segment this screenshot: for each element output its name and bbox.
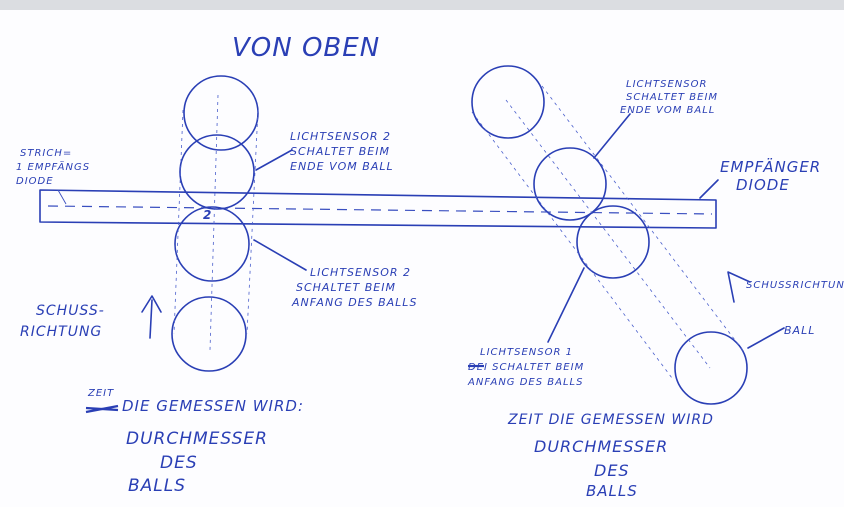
sensor1-arrow [547,267,585,343]
balls-left: BALLS [128,476,186,496]
balls-right: BALLS [586,482,638,500]
left-ball-4 [171,296,247,372]
shot-direction-right: SCHUSSRICHTUNG [746,280,844,291]
strikeout-2 [85,404,119,414]
right-track-center [505,99,711,369]
des-left: DES [160,453,198,473]
ball-label: BALL [784,324,815,337]
diameter-left: DURCHMESSER [126,429,268,449]
sensor2-start-line3: ANFANG DES BALLS [291,296,417,309]
receiver-dashed-line [47,205,713,215]
scan-edge [0,0,844,10]
right-ball-1 [471,65,545,139]
right-ball-sequence [471,65,748,405]
left-ball-3 [174,206,250,282]
receiver-arrow [699,179,719,199]
sensor-end-line2: SCHALTET BEIM [626,92,718,103]
shot-direction-left-arrow [141,295,162,339]
strich-label-line3: DIODE [16,176,54,187]
sensor2-end-line1: LICHTSENSOR 2 [290,130,391,143]
receiver-label-line2: DIODE [736,176,790,194]
left-ball-sequence: 2 [171,75,259,372]
left-track-edge-2 [246,109,259,335]
left-ball-1 [183,75,259,151]
left-ball-2 [179,134,255,210]
diameter-right: DURCHMESSER [534,437,668,456]
shot-direction-left-line1: SCHUSS- [36,303,105,319]
right-ball-4 [674,331,748,405]
sensor2-start-line2: SCHALTET BEIM [296,281,396,294]
left-track-edge-1 [173,109,184,335]
right-track-edge-1 [471,111,673,379]
sensor2-end-line2: SCHALTET BEIM [290,145,390,158]
strich-label-line2: 1 EMPFÄNGS [16,160,90,173]
receiver-diode-strip [39,189,717,229]
sensor2-end-line3: ENDE VOM BALL [290,160,394,173]
right-ball-3 [576,205,650,279]
sensor-end-line3: ENDE VOM BALL [620,105,715,116]
shot-direction-right-arrow [727,271,751,303]
left-track-center [209,94,219,351]
sensor2-end-arrow [255,149,293,171]
shot-direction-left-line2: RICHTUNG [20,324,102,340]
time-label-left: ZEIT [87,388,114,399]
sensor1-line1: LICHTSENSOR 1 [480,347,573,358]
sensor2-start-line1: LICHTSENSOR 2 [310,266,411,279]
measured-left: DIE GEMESSEN WIRD: [122,397,304,415]
measured-right: ZEIT DIE GEMESSEN WIRD [507,412,714,428]
sensor-end-line1: LICHTSENSOR [626,79,707,90]
des-right: DES [594,461,630,480]
right-track-edge-2 [541,85,745,353]
right-ball-2 [533,147,607,221]
left-diode-marker: 2 [203,208,212,222]
strich-pointer [57,189,67,205]
sensor1-line3: ANFANG DES BALLS [467,377,583,388]
title-text: VON OBEN [232,33,380,63]
sensor1-line2: DEI SCHALTET BEIM [468,362,584,373]
sensor-end-arrow [593,113,631,159]
ball-arrow [747,327,785,349]
receiver-label-line1: EMPFÄNGER [720,157,821,176]
sensor2-start-arrow [253,239,307,271]
strich-label-line1: STRICH= [20,148,72,159]
